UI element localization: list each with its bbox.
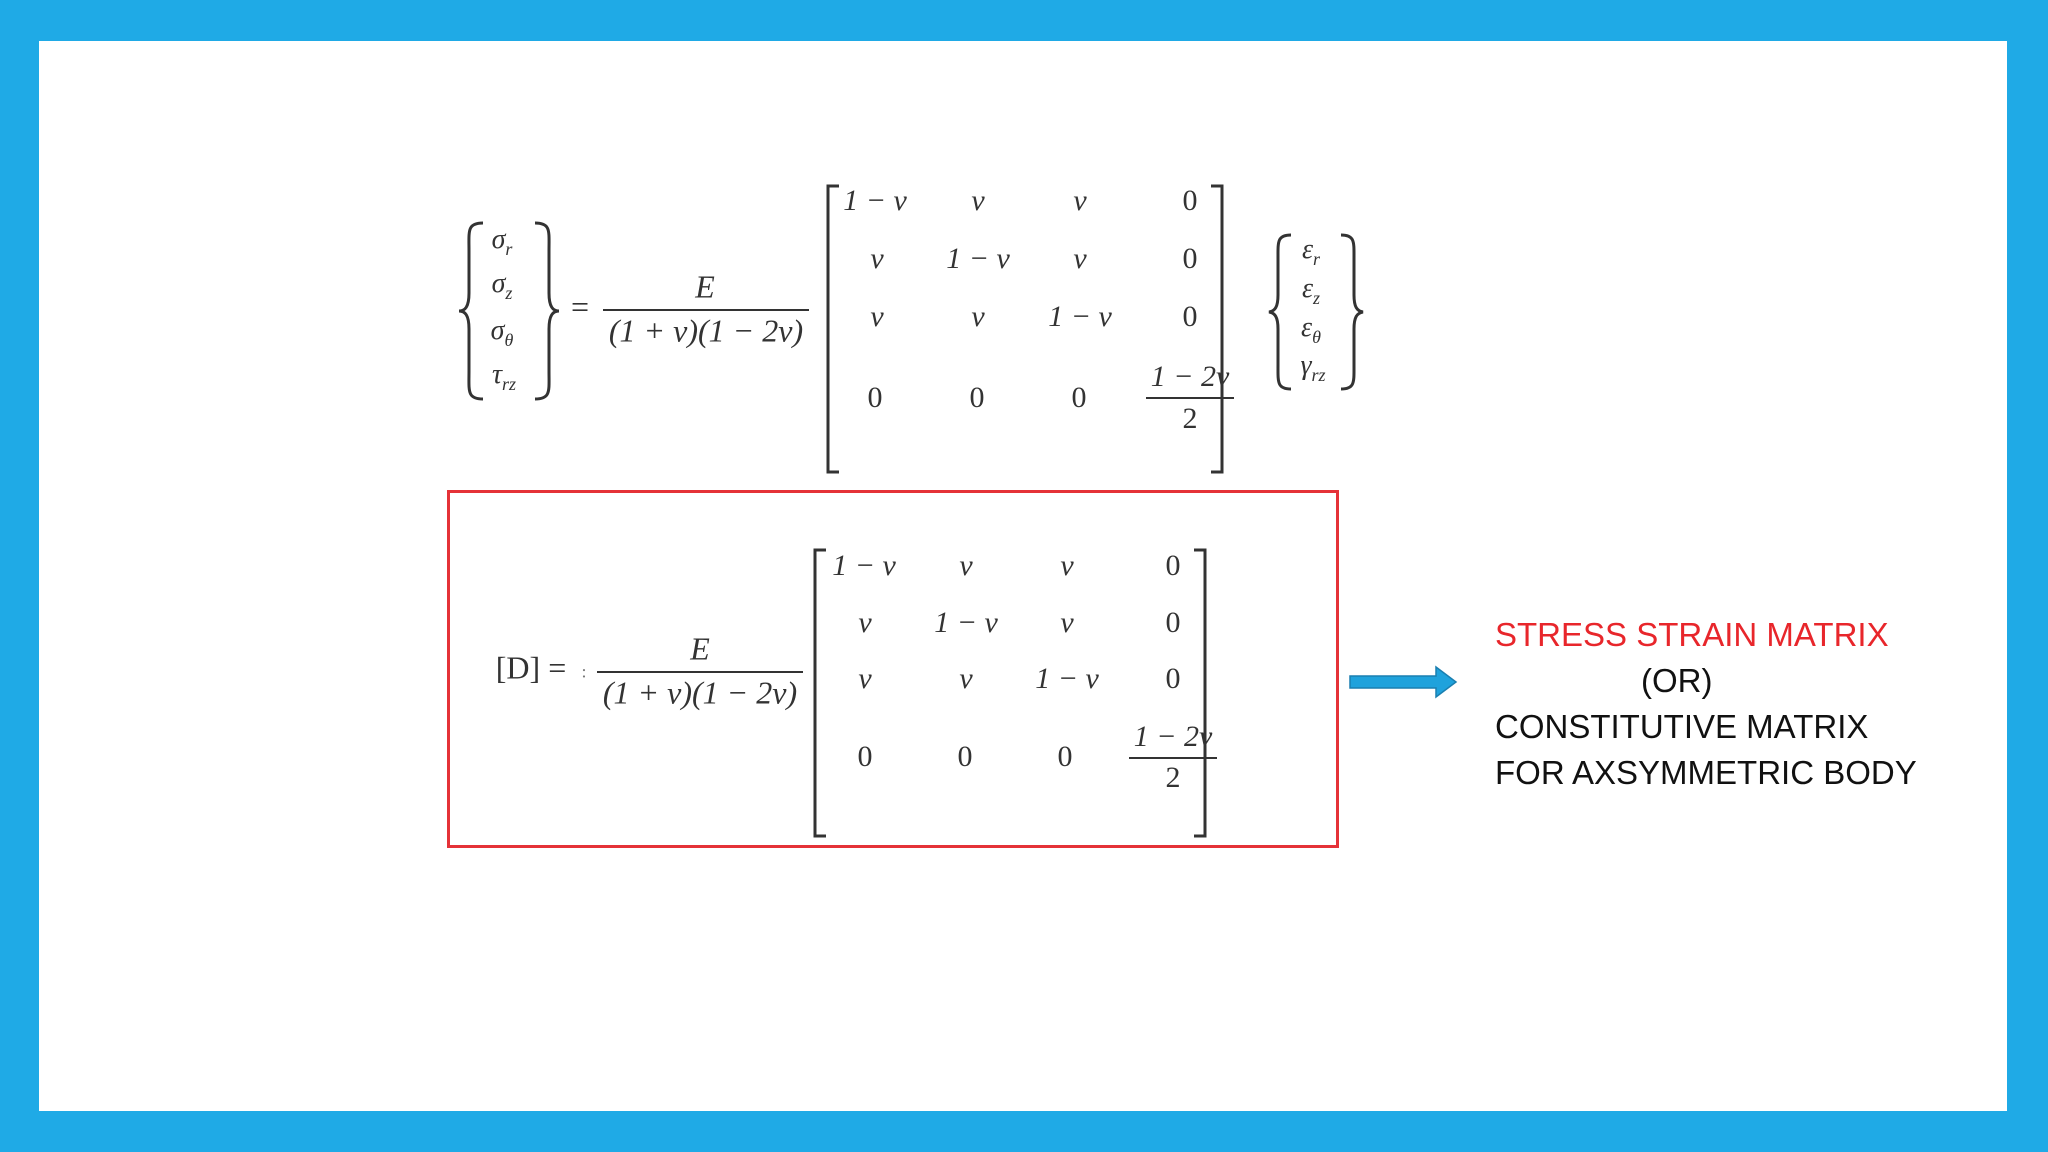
right-arrow-icon	[1349, 665, 1458, 699]
left-brace-close	[534, 221, 560, 401]
stress-tau-rz: τrz	[491, 359, 517, 394]
matrix-cell-4-4-bar	[1146, 397, 1234, 399]
label-or: (OR)	[1641, 662, 1713, 699]
matrix-cell-1-2: v	[971, 184, 985, 217]
matrix-right-bracket	[1211, 184, 1224, 474]
matrix-left-bracket	[826, 184, 839, 474]
d-matrix-box	[447, 490, 1339, 848]
right-brace-close	[1340, 233, 1364, 391]
equals-sign: =	[570, 288, 590, 325]
strain-gamma-rz: γrz	[1300, 350, 1326, 385]
matrix-cell-3-2: v	[971, 300, 985, 333]
label-stress-strain-matrix: STRESS STRAIN MATRIX	[1495, 616, 1889, 653]
matrix-cell-4-1: 0	[867, 381, 883, 414]
matrix-cell-4-4-denominator: 2	[1182, 402, 1198, 435]
strain-epsilon-theta: εθ	[1301, 312, 1321, 347]
matrix-cell-4-2: 0	[969, 381, 985, 414]
stress-strain-equation: σr σz σθ τrz = E (1 + v)(1 − 2v) 1 − v v…	[39, 41, 2007, 474]
matrix-cell-1-3: v	[1073, 184, 1087, 217]
matrix-cell-4-3: 0	[1071, 381, 1087, 414]
slide: σr σz σθ τrz = E (1 + v)(1 − 2v) 1 − v v…	[39, 41, 2007, 1111]
coef-denominator: (1 + v)(1 − 2v)	[608, 312, 804, 349]
stress-sigma-r: σr	[491, 224, 513, 259]
matrix-cell-1-4: 0	[1182, 184, 1198, 217]
matrix-cell-3-3: 1 − v	[1048, 300, 1112, 333]
matrix-cell-2-3: v	[1073, 242, 1087, 275]
strain-epsilon-z: εz	[1301, 273, 1321, 308]
coef-numerator: E	[695, 268, 715, 305]
coef-fraction-bar	[603, 309, 809, 311]
stress-sigma-theta: σθ	[490, 315, 514, 350]
matrix-cell-4-4-numerator: 1 − 2v	[1150, 360, 1230, 393]
matrix-cell-2-2: 1 − v	[946, 242, 1010, 275]
left-brace-open	[458, 221, 484, 401]
stress-sigma-z: σz	[491, 268, 513, 303]
matrix-cell-3-4: 0	[1182, 300, 1198, 333]
matrix-cell-3-1: v	[870, 300, 884, 333]
right-brace-open	[1268, 233, 1292, 391]
strain-epsilon-r: εr	[1301, 234, 1321, 269]
matrix-cell-1-1: 1 − v	[843, 184, 907, 217]
label-constitutive-matrix: CONSTITUTIVE MATRIX	[1495, 708, 1869, 745]
matrix-cell-2-1: v	[870, 242, 884, 275]
label-axisymmetric-body: FOR AXSYMMETRIC BODY	[1495, 754, 1917, 791]
matrix-cell-2-4: 0	[1182, 242, 1198, 275]
